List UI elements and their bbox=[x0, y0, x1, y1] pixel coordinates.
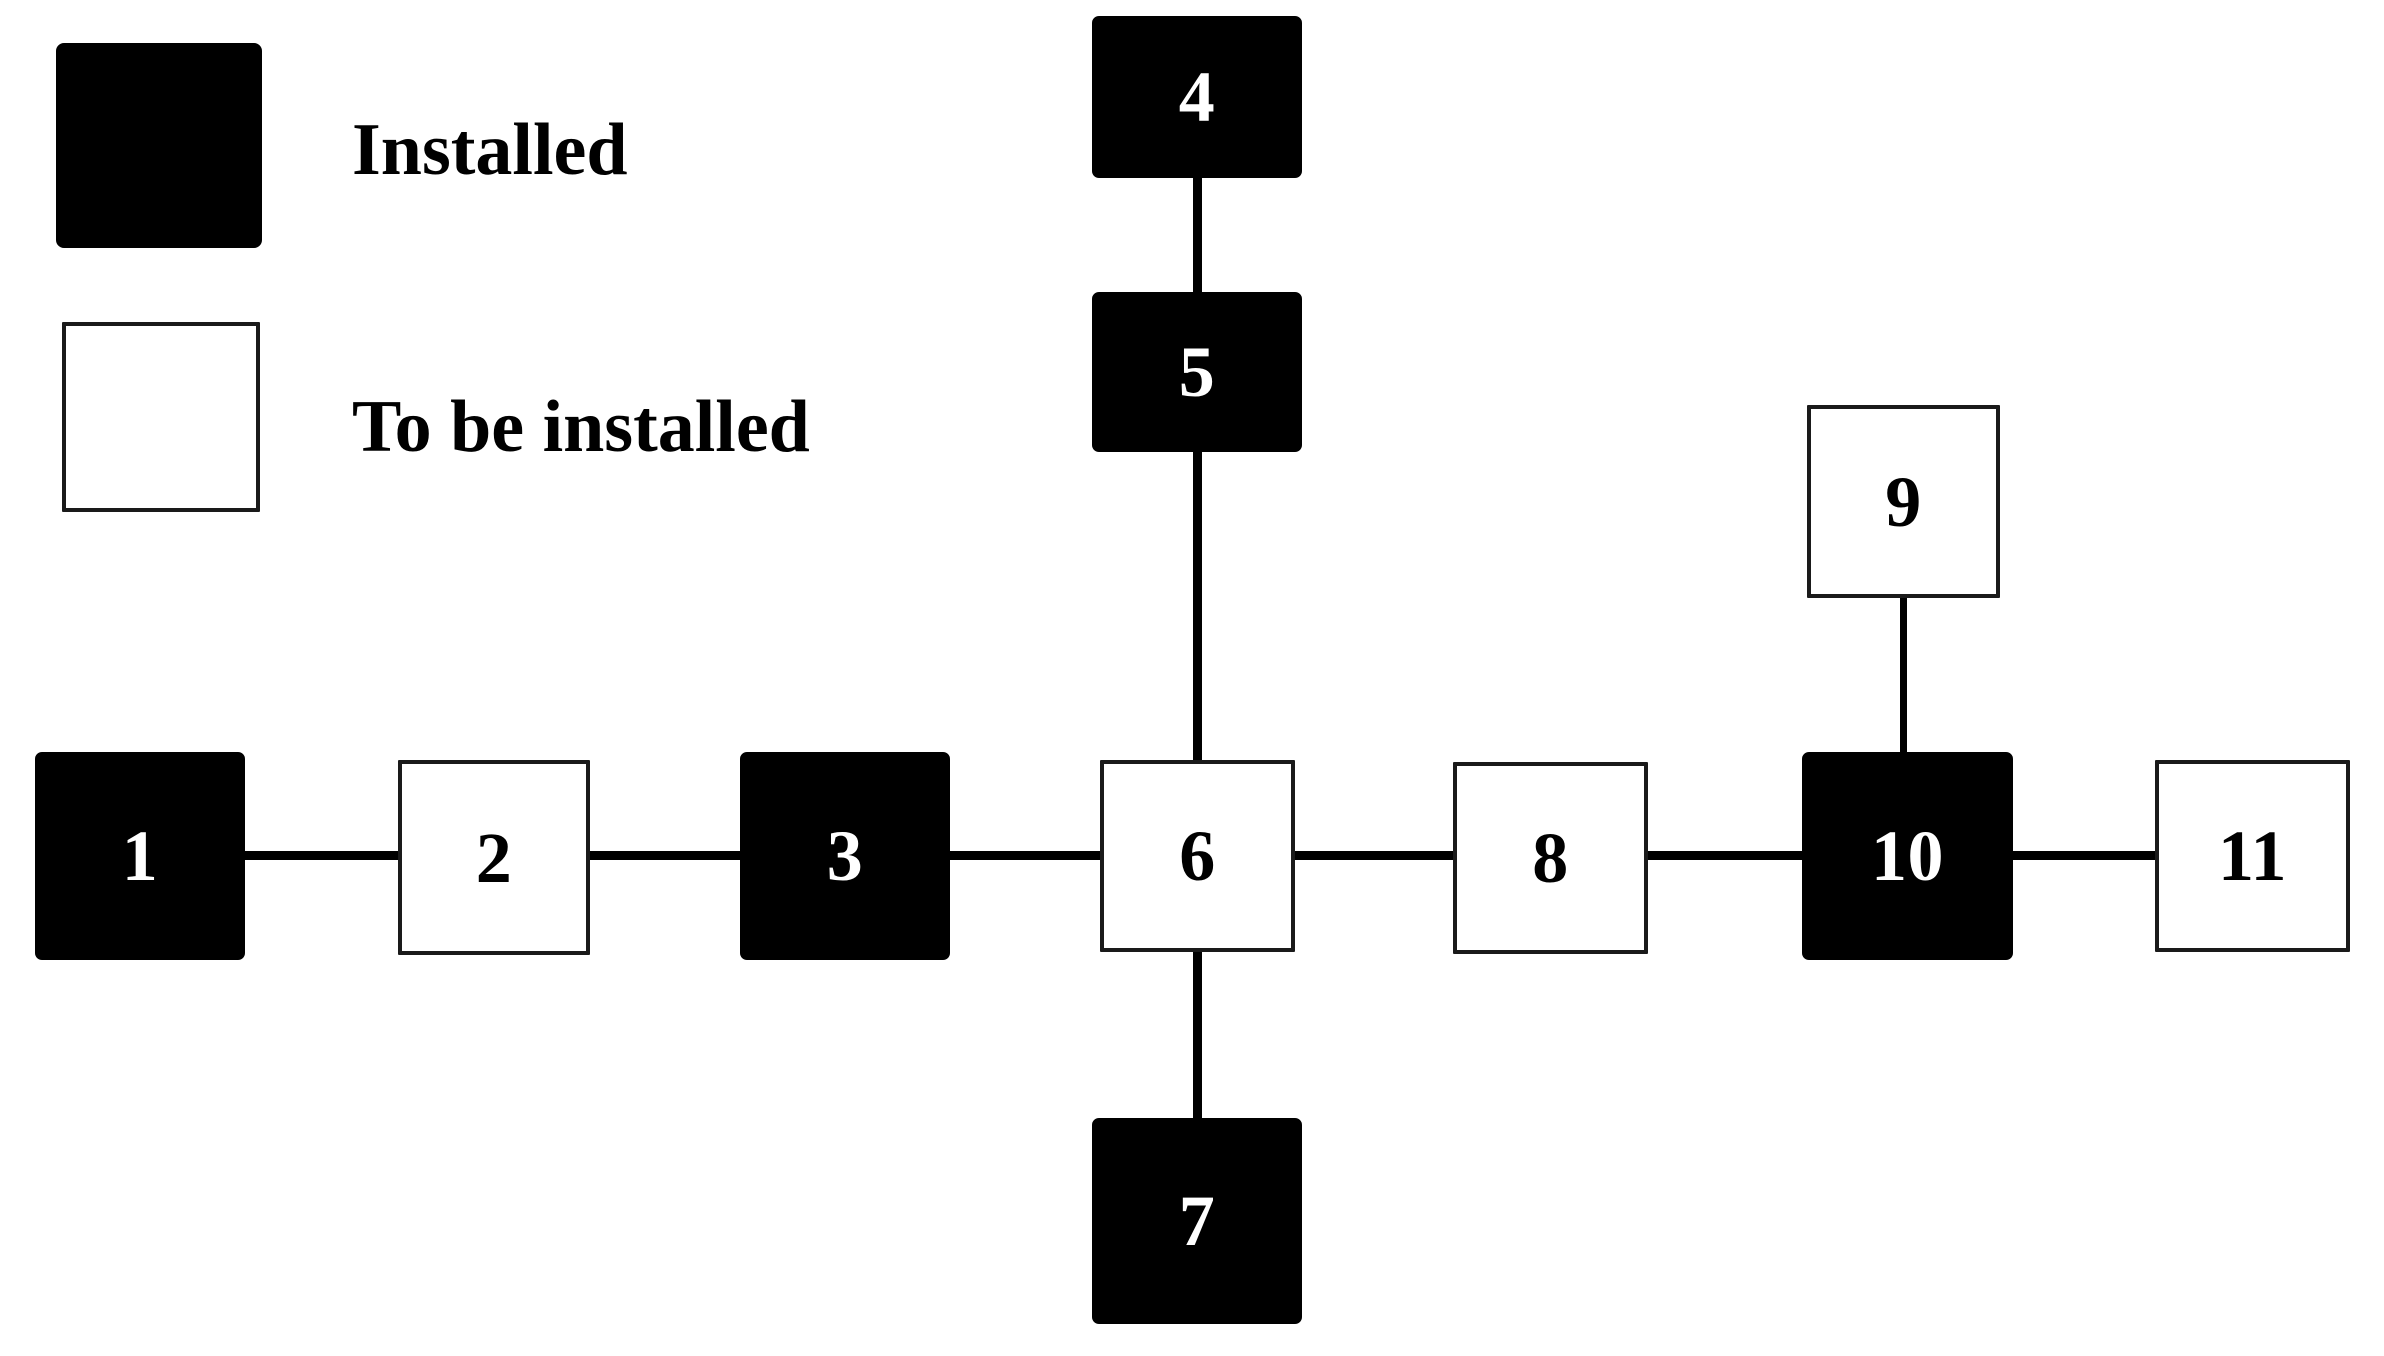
legend-label-installed: Installed bbox=[352, 109, 628, 191]
node-11[interactable]: 11 bbox=[2155, 760, 2350, 952]
legend-swatch-installed bbox=[56, 43, 262, 248]
edge-3-6 bbox=[944, 851, 1107, 860]
node-6[interactable]: 6 bbox=[1100, 760, 1295, 952]
node-4[interactable]: 4 bbox=[1092, 16, 1302, 178]
node-9[interactable]: 9 bbox=[1807, 405, 2000, 598]
node-5-label: 5 bbox=[1178, 332, 1216, 412]
node-1-label: 1 bbox=[121, 816, 159, 896]
edge-6-7 bbox=[1193, 946, 1202, 1124]
edge-8-10 bbox=[1642, 851, 1809, 860]
node-5[interactable]: 5 bbox=[1092, 292, 1302, 452]
edge-2-3 bbox=[584, 851, 747, 860]
node-2-label: 2 bbox=[475, 817, 513, 898]
node-7[interactable]: 7 bbox=[1092, 1118, 1302, 1324]
node-10[interactable]: 10 bbox=[1802, 752, 2013, 960]
edge-5-6 bbox=[1193, 446, 1202, 766]
node-3-label: 3 bbox=[826, 816, 864, 896]
node-4-label: 4 bbox=[1178, 57, 1216, 137]
node-8[interactable]: 8 bbox=[1453, 762, 1648, 954]
edge-1-2 bbox=[240, 851, 405, 860]
node-2[interactable]: 2 bbox=[398, 760, 590, 955]
legend-label-to-be-installed: To be installed bbox=[352, 386, 810, 468]
edge-9-10 bbox=[1900, 592, 1907, 758]
node-6-label: 6 bbox=[1179, 816, 1216, 896]
edge-10-11 bbox=[2007, 851, 2162, 860]
node-7-label: 7 bbox=[1178, 1181, 1216, 1261]
edge-4-5 bbox=[1193, 172, 1202, 303]
node-10-label: 10 bbox=[1871, 816, 1944, 896]
node-8-label: 8 bbox=[1532, 818, 1569, 898]
edge-6-8 bbox=[1289, 851, 1460, 860]
node-1[interactable]: 1 bbox=[35, 752, 245, 960]
node-11-label: 11 bbox=[2217, 816, 2288, 896]
node-9-label: 9 bbox=[1885, 461, 1922, 542]
legend-swatch-to-be-installed bbox=[62, 322, 260, 512]
node-3[interactable]: 3 bbox=[740, 752, 950, 960]
